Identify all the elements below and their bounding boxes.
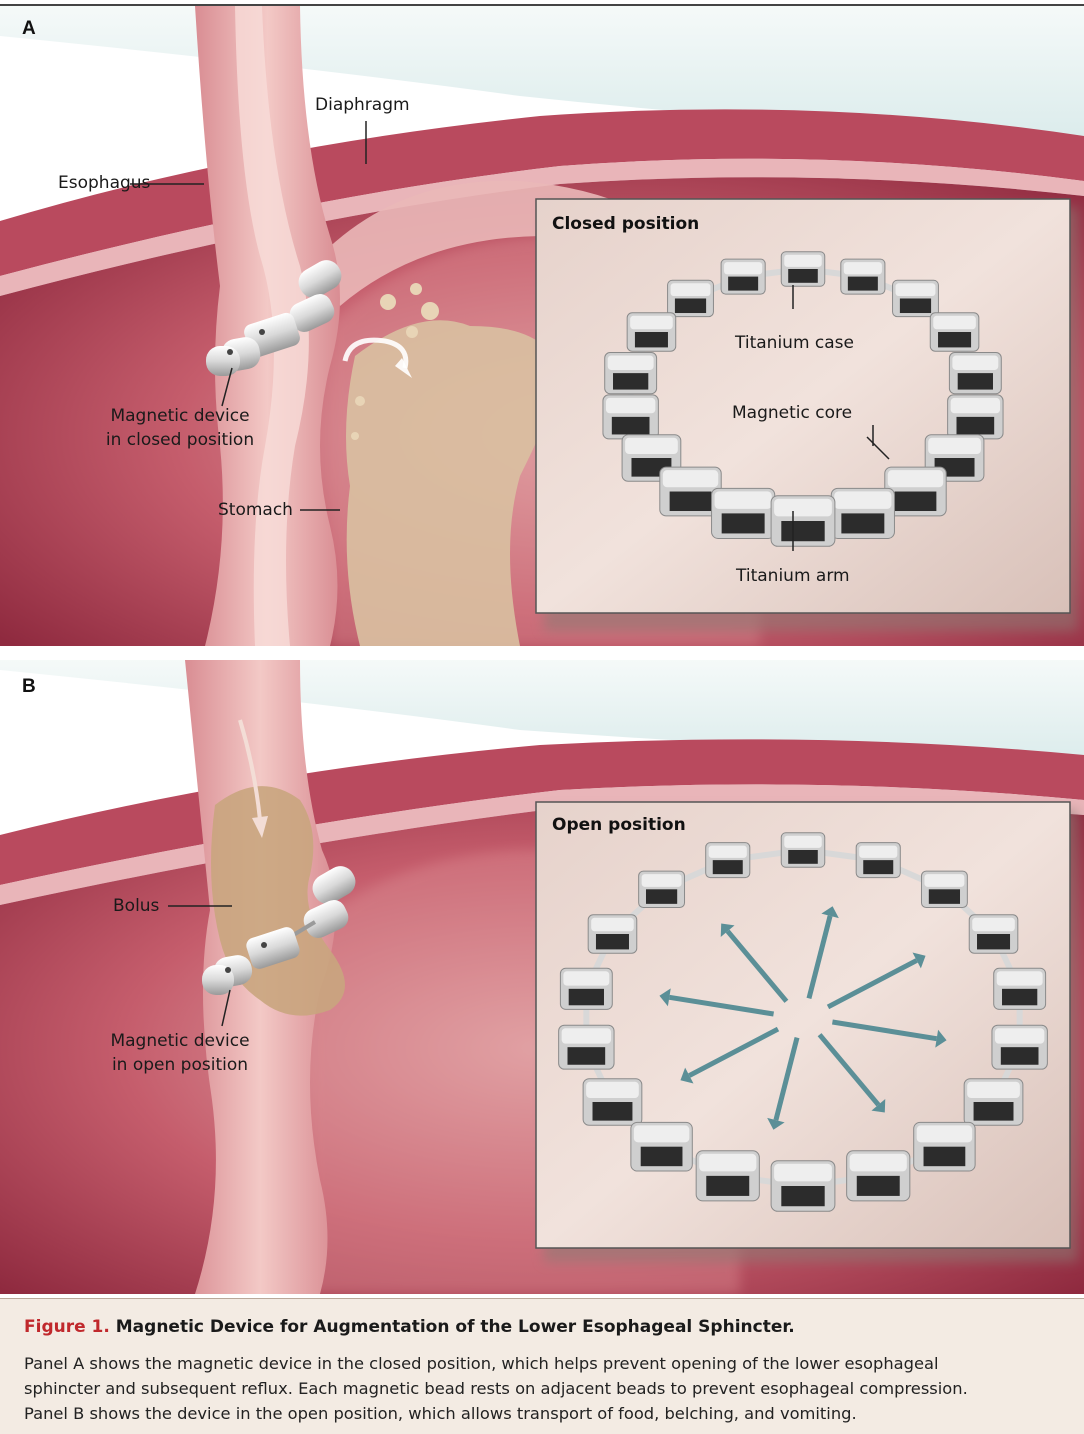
titanium-block (583, 1079, 642, 1126)
label-esophagus: Esophagus (58, 172, 150, 195)
titanium-block (969, 915, 1018, 954)
titanium-block (605, 353, 657, 394)
titanium-block (949, 353, 1001, 394)
titanium-block (781, 252, 825, 287)
figure-caption: Figure 1. Magnetic Device for Augmentati… (0, 1298, 1084, 1434)
figure-title: Magnetic Device for Augmentation of the … (116, 1317, 795, 1337)
titanium-block (560, 968, 612, 1009)
titanium-block (771, 496, 835, 547)
titanium-block (914, 1122, 975, 1171)
label-titanium-case: Titanium case (735, 332, 854, 355)
label-magnetic-core: Magnetic core (732, 402, 852, 425)
expansion-arrowhead (659, 988, 670, 1006)
titanium-block (994, 968, 1046, 1009)
expansion-arrow (669, 997, 773, 1014)
titanium-block (771, 1161, 835, 1212)
expansion-arrow (809, 916, 830, 998)
expansion-arrow (689, 1029, 778, 1076)
titanium-block (992, 1025, 1047, 1069)
titanium-block (847, 1151, 910, 1201)
caption-title: Figure 1. Magnetic Device for Augmentati… (24, 1317, 795, 1337)
label-diaphragm: Diaphragm (315, 94, 410, 117)
label-titanium-arm: Titanium arm (736, 565, 850, 588)
caption-line: Panel A shows the magnetic device in the… (24, 1351, 1064, 1376)
titanium-block (603, 395, 658, 439)
titanium-block (588, 915, 637, 954)
expansion-arrow (832, 1022, 936, 1039)
expansion-arrow (828, 960, 917, 1007)
titanium-block (930, 313, 979, 352)
label-device-open-2: in open position (95, 1054, 265, 1077)
titanium-block (721, 259, 765, 294)
expansion-arrow (820, 1035, 879, 1105)
titanium-block (706, 843, 750, 878)
figure-number: Figure 1. (24, 1317, 110, 1337)
label-device-closed-1: Magnetic device (100, 405, 260, 428)
label-stomach: Stomach (218, 499, 293, 522)
expansion-arrowhead (935, 1030, 946, 1048)
titanium-block (856, 843, 900, 878)
titanium-block (948, 395, 1003, 439)
caption-line: Panel B shows the device in the open pos… (24, 1401, 1064, 1426)
label-device-open-1: Magnetic device (100, 1030, 260, 1053)
label-device-closed-2: in closed position (90, 429, 270, 452)
titanium-block (831, 488, 894, 538)
titanium-block (639, 871, 685, 907)
open-ring-illustration (537, 808, 1069, 1246)
label-bolus: Bolus (113, 895, 159, 918)
titanium-block (964, 1079, 1023, 1126)
titanium-block (668, 280, 714, 316)
panel-b-letter: B (22, 676, 36, 698)
titanium-block (781, 833, 825, 868)
titanium-block (559, 1025, 614, 1069)
titanium-block (631, 1122, 692, 1171)
expansion-arrow (776, 1038, 797, 1120)
titanium-block (893, 280, 939, 316)
titanium-block (627, 313, 676, 352)
panel-a-letter: A (22, 18, 36, 40)
titanium-block (841, 259, 885, 294)
caption-line: sphincter and subsequent reflux. Each ma… (24, 1376, 1064, 1401)
titanium-block (921, 871, 967, 907)
inset-b-title: Open position (552, 815, 686, 835)
expansion-arrow (728, 931, 787, 1001)
titanium-block (696, 1151, 759, 1201)
inset-a-title: Closed position (552, 214, 699, 234)
titanium-block (712, 488, 775, 538)
caption-body: Panel A shows the magnetic device in the… (24, 1351, 1064, 1426)
